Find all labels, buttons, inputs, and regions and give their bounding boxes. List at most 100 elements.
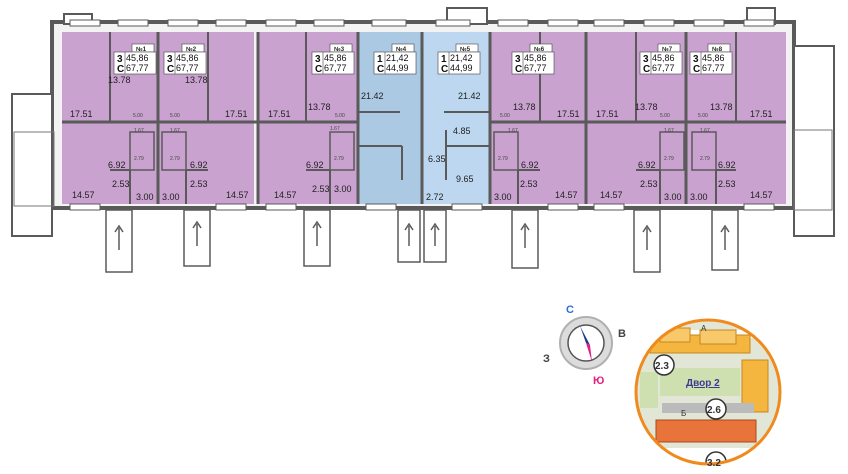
room-area: 21.42 — [458, 91, 481, 101]
apartment-type: С — [441, 64, 448, 75]
apartment-type: С — [117, 64, 124, 75]
apartment-type: С — [315, 64, 322, 75]
room-area: 4.85 — [453, 126, 471, 136]
room-area: 14.57 — [750, 190, 773, 200]
stair-2 — [183, 209, 211, 267]
room-area: 2.53 — [718, 179, 736, 189]
stair-4 — [397, 209, 421, 263]
room-area: 2.53 — [520, 179, 538, 189]
stair-8 — [711, 209, 739, 271]
apartment-info-box — [113, 51, 157, 75]
apartment-rooms: 3 — [693, 54, 699, 65]
compass-needle-north — [580, 326, 590, 345]
apartment-living-area: 45,86 — [126, 53, 149, 63]
map-letter-a: А — [701, 324, 707, 333]
apartment-info-box — [163, 51, 207, 75]
room-area: 1.67 — [330, 126, 340, 132]
room-area: 6.92 — [521, 160, 539, 170]
room-area: 14.57 — [600, 190, 623, 200]
apartment-info-box — [373, 51, 417, 75]
apartment-total-area: 44,99 — [450, 63, 473, 73]
room-area: 1.67 — [170, 128, 180, 134]
room-area: 2.53 — [190, 179, 208, 189]
room-area: 6.92 — [638, 160, 656, 170]
room-area: 17.51 — [557, 109, 580, 119]
room-area: 14.57 — [555, 190, 578, 200]
map-building-a-label: 2.3 — [655, 361, 669, 372]
stair-5 — [423, 209, 447, 263]
room-area: 5.00 — [698, 113, 708, 119]
interior-walls — [62, 32, 786, 204]
room-area: 2.79 — [134, 156, 144, 162]
room-area: 2.79 — [170, 156, 180, 162]
room-area: 17.51 — [225, 109, 248, 119]
room-area: 2.79 — [664, 156, 674, 162]
apartment-type: С — [515, 64, 522, 75]
compass-south-label: Ю — [593, 375, 604, 387]
stair-7 — [633, 209, 661, 273]
apartment-total-area: 67,77 — [126, 63, 149, 73]
room-area: 2.53 — [640, 179, 658, 189]
room-area: 3.00 — [494, 192, 512, 202]
room-area: 13.78 — [710, 102, 733, 112]
room-area: 6.92 — [306, 160, 324, 170]
apartment-total-area: 67,77 — [702, 63, 725, 73]
map-building-a-marker — [653, 354, 675, 376]
room-area: 3.00 — [136, 192, 154, 202]
room-area: 2.72 — [426, 192, 444, 202]
apartment-total-area: 67,77 — [524, 63, 547, 73]
apartment-number: №4 — [396, 46, 407, 53]
map-yard-label: Двор 2 — [686, 378, 720, 389]
room-area: 5.00 — [335, 113, 345, 119]
apartment-rooms: 3 — [315, 54, 321, 65]
entrance-stairs — [105, 209, 739, 273]
apartment-number: №5 — [460, 46, 471, 53]
right-stair — [793, 129, 833, 211]
room-area: 5.00 — [133, 113, 143, 119]
apartment-total-area: 67,77 — [652, 63, 675, 73]
compass-east-label: В — [618, 328, 626, 340]
room-area: 9.65 — [456, 174, 474, 184]
apartment-living-area: 21,42 — [450, 53, 473, 63]
apartment-living-area: 21,42 — [386, 53, 409, 63]
apartment-rooms: 1 — [377, 54, 383, 65]
room-area: 6.92 — [190, 160, 208, 170]
apartment-living-area: 45,86 — [324, 53, 347, 63]
room-area: 2.79 — [334, 156, 344, 162]
apartment-rooms: 3 — [167, 54, 173, 65]
room-area: 6.92 — [718, 160, 736, 170]
room-area: 17.51 — [268, 109, 291, 119]
room-area: 6.92 — [108, 160, 126, 170]
map-building-c-label: 3.2 — [707, 458, 721, 469]
room-area: 13.78 — [635, 102, 658, 112]
compass-needle-south — [586, 343, 592, 362]
room-area: 2.53 — [312, 184, 330, 194]
room-area: 2.53 — [112, 179, 130, 189]
room-area: 6.35 — [428, 154, 446, 164]
windows — [69, 19, 775, 211]
stair-6 — [511, 209, 539, 269]
map-building-b-label: 2.6 — [707, 405, 721, 416]
site-map-border — [634, 318, 782, 466]
apartment-type: С — [377, 64, 384, 75]
room-area: 17.51 — [70, 109, 93, 119]
room-area: 13.78 — [513, 102, 536, 112]
site-map: 2.3 2.6 3.2 Двор 2 А Б — [634, 318, 782, 469]
room-area: 2.79 — [498, 156, 508, 162]
right-annex — [793, 45, 835, 237]
compass-north-label: С — [566, 304, 574, 316]
apartment-number: №7 — [662, 46, 673, 53]
apartment-info-box — [639, 51, 683, 75]
room-area: 2.79 — [700, 156, 710, 162]
map-letter-b: Б — [681, 409, 686, 418]
apartment-rooms: 1 — [441, 54, 447, 65]
